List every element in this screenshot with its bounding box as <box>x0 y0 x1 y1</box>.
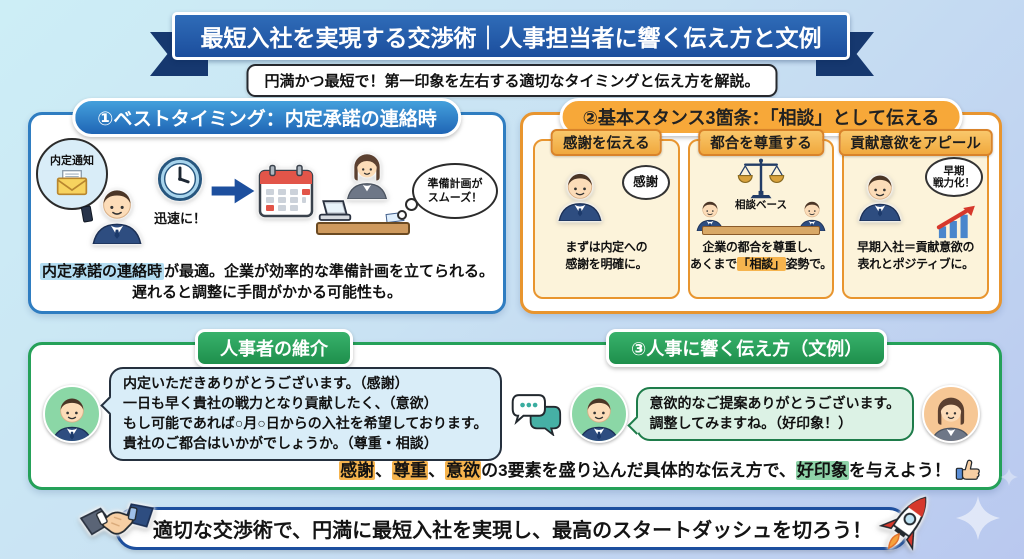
stance-cards: 感謝を伝える 感謝 まずは内定への 感謝を明確に。 都合を尊重する 相談ベース <box>523 129 999 299</box>
footer-banner: 適切な交渉術で、円満に最短入社を実現し、最高のスタートダッシュを切ろう！ <box>115 507 910 550</box>
hr-planning-scene <box>316 139 410 243</box>
arrow-right-icon <box>210 176 256 206</box>
offer-call-scene: 内定通知 <box>36 138 150 244</box>
card-gratitude-title: 感謝を伝える <box>551 129 662 156</box>
candidate-avatar-2 <box>569 384 628 443</box>
power-bubble: 早期 戦力化！ <box>925 157 984 197</box>
gratitude-bubble: 感謝 <box>621 165 670 200</box>
candidate-avatar <box>43 384 101 443</box>
woman-avatar-icon <box>923 388 979 443</box>
candidate-on-phone-icon <box>84 178 150 244</box>
subtitle-box: 円満かつ最短で！第一印象を左右する適切なタイミングと伝え方を解説。 <box>246 64 778 97</box>
panel3-header-left: 人事者の維介 <box>195 329 353 367</box>
panel1-caption: 内定承諾の連絡時が最適。企業が効率的な準備計画を立てられる。 遅れると調整に手間… <box>39 262 495 302</box>
card-respect-art: 相談ベース <box>690 157 833 239</box>
title-ribbon: 最短入社を実現する交渉術｜人事担当者に響く伝え方と文例 <box>150 10 874 76</box>
candidate-speech-bubble: 内定いただきありがとうございます。（感謝） 一日も早く貴社の戦力となり貢献したく… <box>100 367 502 461</box>
panel3-header-right: ③人事に響く伝え方（文例） <box>606 329 888 367</box>
panel1-illustration: 内定通知 迅速に！ 準備計画が スムーズ！ <box>31 137 503 245</box>
panel1-header: ①ベストタイミング：内定承諾の連絡時 <box>72 98 462 137</box>
offer-notice-bubble: 内定通知 <box>36 138 108 210</box>
thumbs-up-icon <box>955 456 981 482</box>
laptop-icon <box>317 199 353 223</box>
sparkle-icon <box>1000 468 1018 486</box>
card-gratitude-caption: まずは内定への 感謝を明確に。 <box>565 240 648 271</box>
panel-basic-stance: ②基本スタンス3箇条：「相談」として伝える 感謝を伝える 感謝 まずは内定への … <box>520 98 1002 314</box>
caption-highlight: 内定承諾の連絡時 <box>39 262 164 280</box>
card-contribution: 貢献意欲をアピール 早期 戦力化！ 早期入社＝貢献意欲の 表れとポジティブに。 <box>838 129 993 299</box>
speed-group: 迅速に！ <box>152 156 208 227</box>
bubble-tail <box>626 416 646 435</box>
table-label: 相談ベース <box>735 199 787 211</box>
sparkle-icon <box>956 496 1000 540</box>
offer-notice-label: 内定通知 <box>50 155 94 167</box>
card-contribution-caption: 早期入社＝貢献意欲の 表れとポジティブに。 <box>857 240 975 271</box>
thought-bubble: 準備計画が スムーズ！ <box>397 163 498 220</box>
card-respect-caption: 企業の都合を尊重し、 あくまで「相談」姿勢で。 <box>690 240 832 271</box>
growth-chart-icon <box>935 203 977 239</box>
man-avatar-icon <box>571 388 627 443</box>
speed-label: 迅速に！ <box>153 210 206 226</box>
card-contribution-art: 早期 戦力化！ <box>844 157 987 239</box>
grateful-man-icon <box>551 163 609 221</box>
calendar-icon <box>258 164 314 218</box>
panel-example-phrases: 人事者の維介 ③人事に響く伝え方（文例） 内定いただきありがとうございます。（感… <box>28 329 1002 490</box>
meeting-table <box>701 226 821 235</box>
summary-line: 感謝、尊重、意欲の3要素を盛り込んだ具体的な伝え方で、好印象を与えよう！ <box>31 456 999 482</box>
card-respect-title: 都合を尊重する <box>698 129 824 156</box>
card-respect: 都合を尊重する 相談ベース 企業の都合を尊重し、 あくまで「相談」姿勢で。 <box>687 129 835 299</box>
card-gratitude: 感謝を伝える 感謝 まずは内定への 感謝を明確に。 <box>533 129 680 299</box>
clock-icon <box>157 156 203 202</box>
desk <box>316 222 410 235</box>
card-gratitude-art: 感謝 <box>535 157 678 239</box>
dialogue-row: 内定いただきありがとうございます。（感謝） 一日も早く貴社の戦力となり貢献したく… <box>31 345 999 461</box>
page-title: 最短入社を実現する交渉術｜人事担当者に響く伝え方と文例 <box>172 12 850 60</box>
bubble-tail <box>100 396 119 415</box>
man-avatar-icon <box>44 388 100 443</box>
balance-scales-icon <box>737 157 785 199</box>
hr-woman-icon <box>340 145 394 199</box>
soudan-highlight: 「相談」 <box>736 256 786 271</box>
hr-reply-bubble: 意欲的なご提案ありがとうございます。 調整してみますね。（好印象！） <box>626 386 915 441</box>
motivated-man-icon <box>852 165 908 221</box>
panel-best-timing: ①ベストタイミング：内定承諾の連絡時 内定通知 迅速に！ <box>28 98 506 314</box>
hr-woman-avatar <box>922 384 981 443</box>
chat-icon <box>510 392 562 436</box>
card-contribution-title: 貢献意欲をアピール <box>838 129 993 156</box>
